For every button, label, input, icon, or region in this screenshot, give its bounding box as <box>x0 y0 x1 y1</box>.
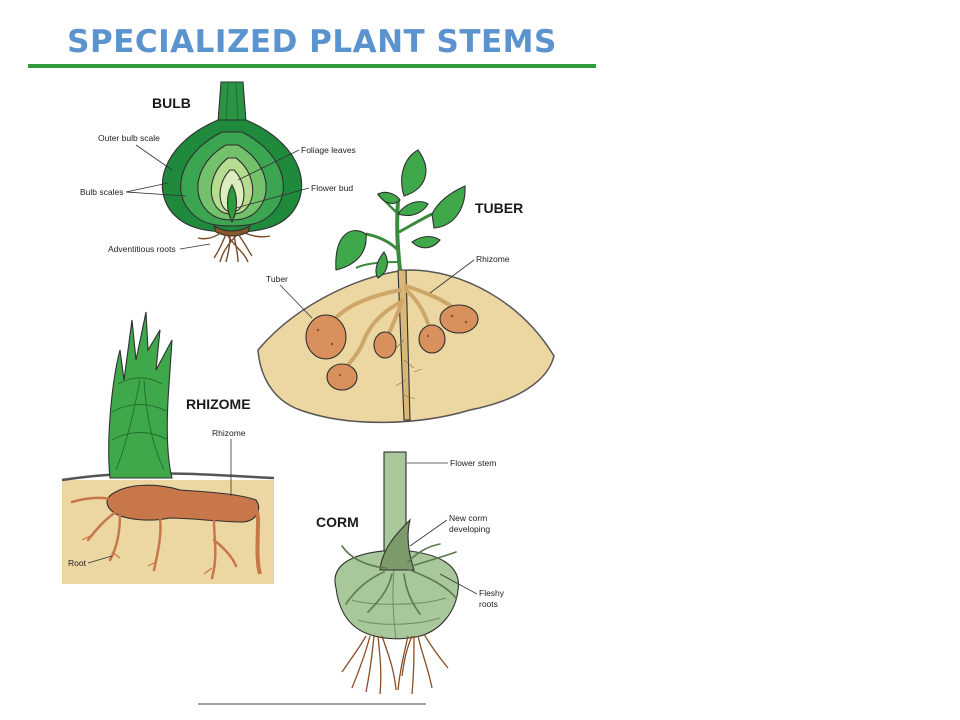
label-foliage-leaves: Foliage leaves <box>301 145 356 155</box>
bulb-heading: BULB <box>152 95 191 111</box>
page-title: SPECIALIZED PLANT STEMS <box>67 24 557 60</box>
tuber-illustration <box>257 149 555 424</box>
bulb-illustration <box>161 81 303 263</box>
rhizome-labels: Rhizome Root <box>68 428 246 568</box>
title-underline <box>28 64 596 68</box>
tuber-labels: Tuber Rhizome <box>266 254 510 319</box>
rhizome-heading: RHIZOME <box>186 396 251 412</box>
corm-heading: CORM <box>316 514 359 530</box>
label-flower-bud: Flower bud <box>311 183 353 193</box>
label-flower-stem: Flower stem <box>450 458 496 468</box>
bulb-labels: Outer bulb scale Bulb scales Foliage lea… <box>80 133 356 254</box>
label-tuber-rhizome: Rhizome <box>476 254 510 264</box>
label-tuber: Tuber <box>266 274 288 284</box>
corm-labels: Flower stem New corm developing Fleshy r… <box>407 458 505 609</box>
label-outer-bulb-scale: Outer bulb scale <box>98 133 160 143</box>
label-root: Root <box>68 558 87 568</box>
label-rhizome: Rhizome <box>212 428 246 438</box>
rhizome-illustration <box>61 311 275 584</box>
label-new-corm-line2: developing <box>449 524 490 534</box>
label-new-corm-line1: New corm <box>449 513 487 523</box>
label-adventitious-roots: Adventitious roots <box>108 244 176 254</box>
tuber-heading: TUBER <box>475 200 523 216</box>
label-bulb-scales: Bulb scales <box>80 187 123 197</box>
label-fleshy-line2: roots <box>479 599 498 609</box>
corm-illustration <box>334 451 459 695</box>
label-fleshy-line1: Fleshy <box>479 588 505 598</box>
